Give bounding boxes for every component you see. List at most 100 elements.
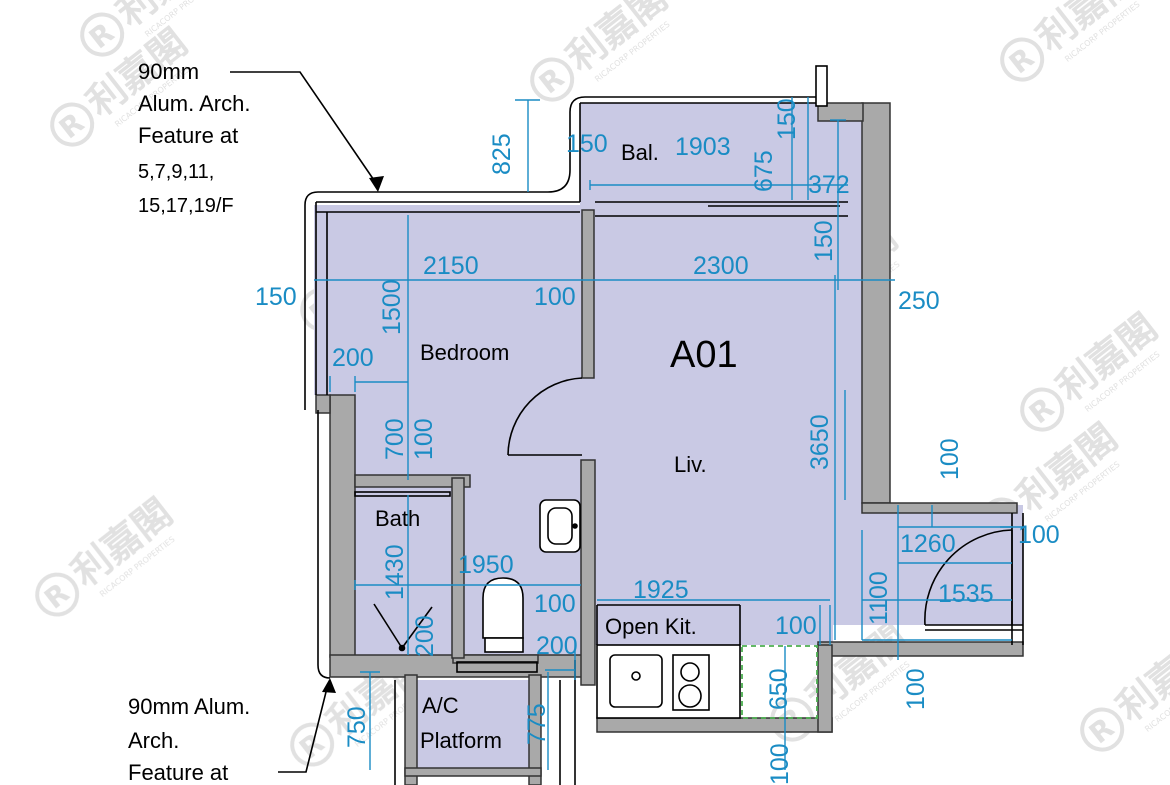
dimension-d100_kit_left: 100 bbox=[534, 590, 576, 618]
room-label-bedroom: Bedroom bbox=[420, 340, 509, 365]
room-bedroom-bay bbox=[314, 205, 327, 395]
dimension-d2300: 2300 bbox=[693, 252, 749, 280]
room-label-ac-1: A/C bbox=[422, 693, 459, 718]
wc-vanity bbox=[456, 661, 538, 673]
dimension-d1535: 1535 bbox=[938, 580, 994, 608]
note-top-line-3: Feature at bbox=[138, 123, 238, 148]
wall-kitchen-bottom bbox=[596, 717, 833, 733]
note-top-line-5: 15,17,19/F bbox=[138, 195, 234, 217]
note-bottom-leader bbox=[278, 683, 329, 773]
toilet-icon bbox=[482, 577, 524, 653]
dimension-d700: 700 bbox=[381, 418, 409, 460]
note-bottom-arrow bbox=[322, 678, 336, 693]
feature-profile-bottom bbox=[317, 410, 331, 679]
dimension-d100_bed: 100 bbox=[410, 418, 438, 460]
wall-right-main bbox=[861, 102, 891, 504]
dimension-d250: 250 bbox=[898, 287, 940, 315]
dimension-d1260: 1260 bbox=[900, 530, 956, 558]
dimension-d1500: 1500 bbox=[378, 279, 406, 335]
balcony-post bbox=[815, 65, 828, 107]
kitchen-sink-icon bbox=[609, 654, 663, 708]
dimension-d100_bottom_right: 100 bbox=[902, 668, 930, 710]
wall-kitchen-right bbox=[817, 644, 833, 733]
dimension-d100_right: 100 bbox=[1018, 521, 1060, 549]
dimension-texts: 825 150 1903 675 150 372 2150 2300 150 150 1500 100… bbox=[255, 98, 1060, 785]
wall-left-lower bbox=[329, 394, 356, 658]
ricacorp-logo-icon: R bbox=[1020, 387, 1065, 432]
note-top-line-1: 90mm bbox=[138, 59, 199, 84]
dimension-d200_wc: 200 bbox=[536, 632, 578, 660]
dimension-d100_right_vert: 100 bbox=[936, 438, 964, 480]
dimension-d100_kit_right: 100 bbox=[775, 612, 817, 640]
door-swing-icon bbox=[507, 377, 1013, 626]
dimension-d200_left: 200 bbox=[332, 344, 374, 372]
dimension-d100_bottom: 100 bbox=[766, 743, 794, 785]
room-label-living: Liv. bbox=[674, 452, 707, 477]
room-ac-platform bbox=[417, 680, 529, 768]
dimension-d1950: 1950 bbox=[458, 551, 514, 579]
dimension-d750: 750 bbox=[343, 706, 371, 748]
note-bottom-line-1: 90mm Alum. bbox=[128, 694, 250, 719]
kitchen-counter bbox=[596, 644, 741, 719]
dimension-lines bbox=[314, 97, 1025, 770]
dimension-d200_bath: 200 bbox=[411, 615, 439, 657]
room-bedroom bbox=[327, 205, 587, 395]
dimension-d825: 825 bbox=[488, 133, 516, 175]
note-bottom-line-2: Arch. bbox=[128, 728, 179, 753]
dimension-d675: 675 bbox=[750, 150, 778, 192]
room-balcony bbox=[580, 103, 863, 205]
wall-right-annex-bottom bbox=[817, 641, 1024, 657]
note-bottom-line-3: Feature at bbox=[128, 760, 228, 785]
note-bottom: 90mm Alum. Arch. Feature at bbox=[128, 678, 336, 785]
room-label-bath: Bath bbox=[375, 506, 420, 531]
wall-balcony-top bbox=[817, 102, 864, 122]
wall-ac-left bbox=[404, 674, 418, 785]
wall-bath-partition bbox=[452, 654, 539, 664]
room-fills bbox=[314, 103, 1023, 768]
unit-label: A01 bbox=[670, 334, 738, 376]
wall-right-annex-top bbox=[861, 502, 1018, 514]
wall-ac-bottom bbox=[404, 767, 542, 777]
sink-icon bbox=[539, 499, 581, 553]
dimension-d372: 372 bbox=[808, 171, 850, 199]
dimension-d150_bal_right: 150 bbox=[773, 98, 801, 140]
dimension-d150_right_top: 150 bbox=[810, 220, 838, 262]
wall-bath-top bbox=[354, 474, 471, 488]
wall-ac-right bbox=[528, 674, 542, 785]
stove-icon bbox=[672, 654, 710, 711]
dimension-d150_left: 150 bbox=[255, 283, 297, 311]
dimension-d775: 775 bbox=[523, 703, 551, 745]
note-top-arrow bbox=[369, 176, 384, 192]
dimension-d650: 650 bbox=[765, 668, 793, 710]
dimension-d2150: 2150 bbox=[423, 252, 479, 280]
dimension-d3650: 3650 bbox=[806, 414, 834, 470]
note-top-leader bbox=[230, 71, 379, 187]
note-top: 90mm Alum. Arch. Feature at 5,7,9,11, 15… bbox=[138, 59, 384, 217]
dimension-d1925: 1925 bbox=[633, 576, 689, 604]
room-living-lower bbox=[587, 495, 833, 645]
dimension-d100_mid: 100 bbox=[534, 283, 576, 311]
dimension-d150_bal_left: 150 bbox=[566, 130, 608, 158]
dimension-d1100: 1100 bbox=[865, 571, 893, 625]
dimension-d1903: 1903 bbox=[675, 133, 731, 161]
feature-profile-top bbox=[304, 96, 820, 410]
wall-center-upper bbox=[581, 209, 595, 379]
room-label-ac-2: Platform bbox=[420, 728, 502, 753]
wall-bed-corner bbox=[315, 394, 331, 414]
bath-basin-counter bbox=[354, 491, 451, 497]
room-living bbox=[587, 205, 863, 505]
note-top-line-4: 5,7,9,11, bbox=[138, 161, 214, 183]
shower-icon bbox=[373, 603, 433, 652]
ac-unit-box bbox=[741, 645, 818, 719]
room-label-kitchen: Open Kit. bbox=[605, 614, 697, 639]
wall-bath-right bbox=[451, 477, 465, 659]
room-right-annex bbox=[833, 505, 1023, 625]
walls bbox=[315, 102, 1024, 785]
room-label-balcony: Bal. bbox=[621, 140, 659, 165]
note-top-line-2: Alum. Arch. bbox=[138, 91, 250, 116]
